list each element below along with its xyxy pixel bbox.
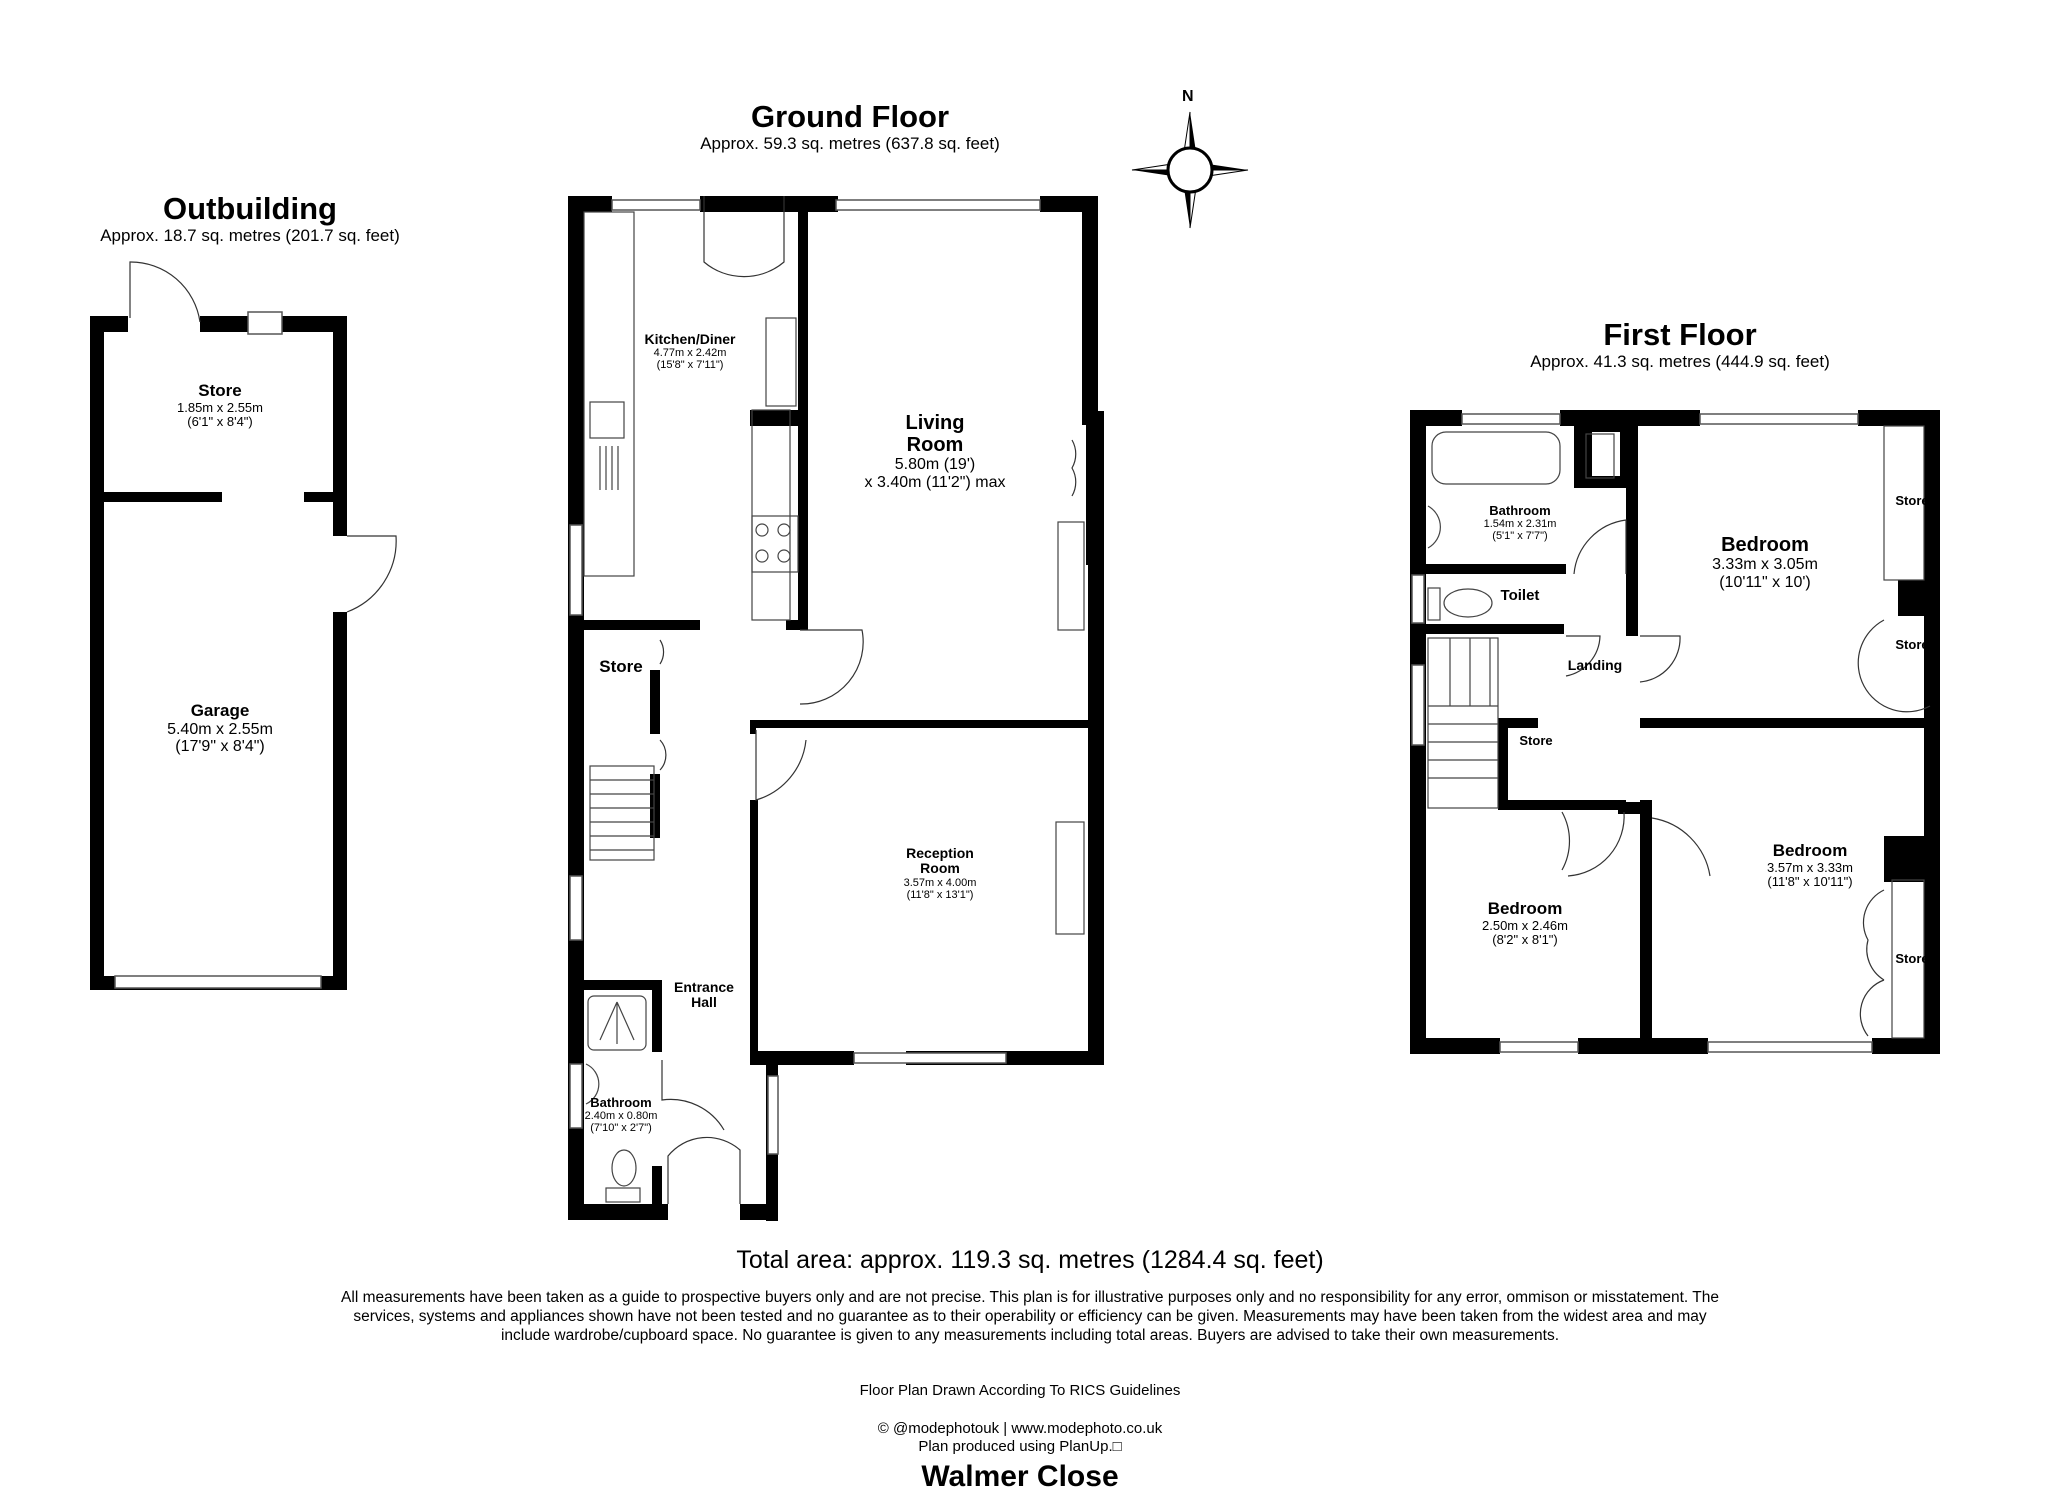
room-gf-bathroom: Bathroom 2.40m x 0.80m (7'10" x 2'7") — [584, 1095, 658, 1135]
room-garage: Garage 5.40m x 2.55m (17'9" x 8'4") — [167, 701, 273, 756]
room-gf-store: Store — [599, 657, 643, 676]
disclaimer-text: All measurements have been taken as a gu… — [341, 1289, 1719, 1344]
copyright-line: © @modephotouk | www.modephoto.co.uk — [877, 1420, 1163, 1437]
room-bedroom-1: Bedroom 3.33m x 3.05m (10'11" x 10') — [1712, 534, 1818, 591]
outbuilding-area: Approx. 18.7 sq. metres (201.7 sq. feet) — [100, 226, 400, 245]
room-bedroom-3-store: Store — [1895, 951, 1929, 966]
room-outbuilding-store: Store 1.85m x 2.55m (6'1" x 8'4") — [177, 381, 263, 429]
outbuilding-header: Outbuilding Approx. 18.7 sq. metres (201… — [60, 192, 440, 246]
first-floor-title: First Floor — [1603, 317, 1757, 352]
compass-rose-icon — [1131, 111, 1249, 229]
room-reception-room: Reception Room 3.57m x 4.00m (11'8" x 13… — [903, 845, 977, 901]
room-bedroom-1-store-upper: Store — [1895, 493, 1929, 508]
ground-floor-title: Ground Floor — [750, 99, 950, 134]
total-area: Total area: approx. 119.3 sq. metres (12… — [736, 1246, 1324, 1274]
ground-floor-area: Approx. 59.3 sq. metres (637.8 sq. feet) — [700, 134, 1000, 153]
room-living-room: Living Room 5.80m (19') x 3.40m (11'2") … — [864, 412, 1006, 491]
first-floor-header: First Floor Approx. 41.3 sq. metres (444… — [1440, 318, 1920, 372]
room-bedroom-1-store-lower: Store — [1895, 637, 1929, 652]
produced-by-line: Plan produced using PlanUp.□ — [918, 1438, 1122, 1455]
outbuilding-title: Outbuilding — [163, 191, 337, 226]
compass-north-label: N — [1182, 88, 1194, 105]
room-landing: Landing — [1567, 657, 1623, 673]
rics-note: Floor Plan Drawn According To RICS Guide… — [859, 1382, 1181, 1399]
room-entrance-hall: Entrance Hall — [674, 979, 734, 1011]
room-ff-bathroom: Bathroom 1.54m x 2.31m (5'1" x 7'7") — [1483, 503, 1557, 543]
room-bedroom-2: Bedroom 2.50m x 2.46m (8'2" x 8'1") — [1482, 899, 1568, 947]
room-kitchen-diner: Kitchen/Diner 4.77m x 2.42m (15'8" x 7'1… — [644, 331, 736, 372]
room-bedroom-3: Bedroom 3.57m x 3.33m (11'8" x 10'11") — [1767, 841, 1853, 889]
room-landing-store: Store — [1519, 733, 1553, 748]
room-toilet: Toilet — [1500, 587, 1540, 604]
property-address: Walmer Close — [921, 1460, 1119, 1493]
first-floor-area: Approx. 41.3 sq. metres (444.9 sq. feet) — [1530, 352, 1830, 371]
ground-floor-header: Ground Floor Approx. 59.3 sq. metres (63… — [640, 100, 1060, 154]
